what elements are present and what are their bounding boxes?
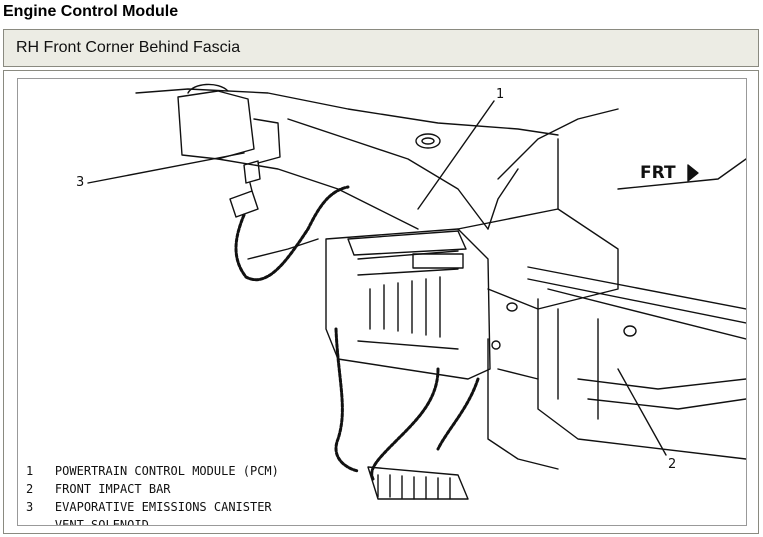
impact-bar-top [527, 266, 746, 310]
section-title: RH Front Corner Behind Fascia [16, 39, 241, 56]
page-title: Engine Control Module [3, 3, 179, 20]
mount-hole [415, 133, 441, 149]
legend-item: 2 FRONT IMPACT BAR [26, 482, 171, 496]
callout-2: 2 [668, 457, 677, 472]
legend-item: 3 EVAPORATIVE EMISSIONS CANISTER [26, 500, 272, 514]
callout-3: 3 [76, 175, 85, 190]
impact-bar-front [537, 298, 746, 460]
fender-outline [135, 88, 559, 136]
leader-1 [417, 100, 495, 210]
pcm-connector [367, 466, 469, 500]
callout-1: 1 [496, 87, 505, 102]
section-header: RH Front Corner Behind Fascia [3, 29, 759, 67]
parts-legend: 1 POWERTRAIN CONTROL MODULE (PCM) 2 FRON… [26, 462, 279, 526]
legend-item: VENT SOLENOID [54, 518, 149, 526]
vent-solenoid [243, 160, 261, 184]
bracket [457, 208, 619, 310]
figure-frame: FRT 1 2 3 1 POWERTRAIN CONTROL MODULE (P… [3, 70, 759, 534]
leader-3 [87, 152, 245, 184]
pcm-module [325, 228, 491, 380]
leader-2 [617, 368, 667, 456]
frt-arrow [687, 164, 699, 182]
legend-item: 1 POWERTRAIN CONTROL MODULE (PCM) [26, 464, 279, 478]
diagram-drawing [87, 83, 746, 500]
canister-body [177, 90, 255, 160]
front-direction-label: FRT [640, 163, 676, 183]
diagram-illustration: FRT 1 2 3 1 POWERTRAIN CONTROL MODULE (P… [17, 78, 747, 526]
